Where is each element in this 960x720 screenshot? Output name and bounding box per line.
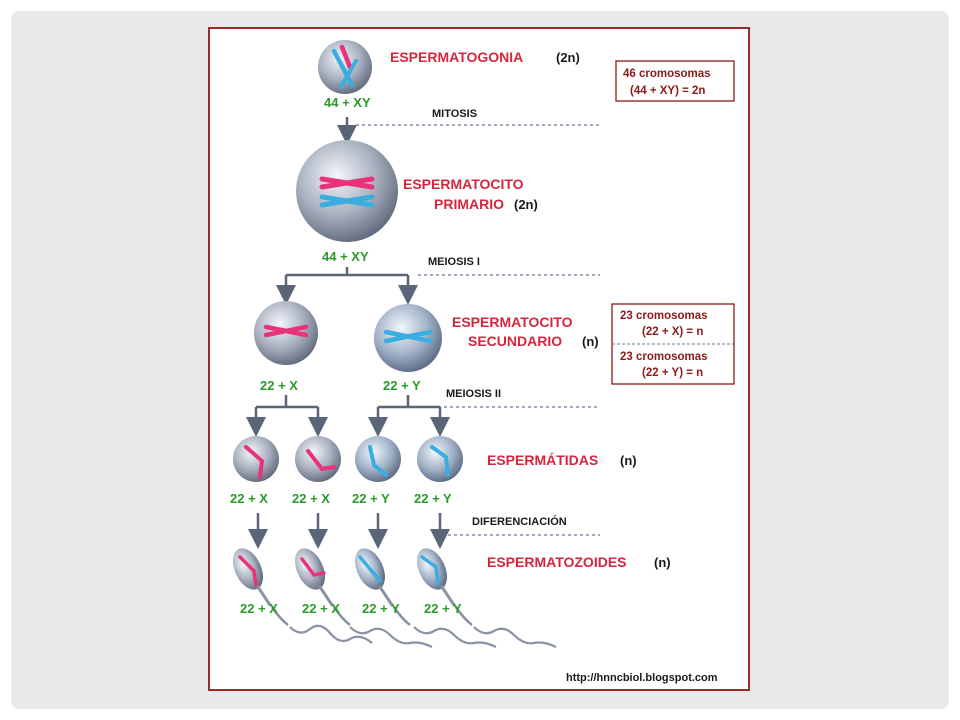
spermatid-karyotype: 22 + Y	[414, 491, 452, 506]
spermatid-cell	[355, 436, 401, 482]
primary-label-line2: PRIMARIO	[434, 196, 504, 212]
spermatozoon	[232, 548, 289, 626]
meiosis2-phase-label: MEIOSIS II	[446, 388, 501, 400]
sperm-tails	[289, 624, 557, 648]
secondary-spermatocyte-x-cell	[254, 301, 318, 365]
primary-karyotype: 44 + XY	[322, 249, 369, 264]
spermatogenesis-diagram: ESPERMATOGONIA (2n) 44 + XY 46 cromosoma…	[230, 40, 735, 684]
source-credit: http://hnncbiol.blogspot.com	[566, 672, 718, 684]
secondary-ploidy: (n)	[582, 334, 599, 349]
spermatogonia-label: ESPERMATOGONIA	[390, 49, 523, 65]
spermatid-karyotype: 22 + Y	[352, 491, 390, 506]
differentiation-phase-label: DIFERENCIACIÓN	[472, 515, 567, 528]
spermatozoon-karyotype: 22 + X	[240, 601, 278, 616]
mitosis-phase-label: MITOSIS	[432, 108, 477, 120]
diploid-chromosome-box: 46 cromosomas (44 + XY) = 2n	[615, 60, 735, 102]
spermatozoon	[416, 548, 473, 626]
meiosis1-phase-label: MEIOSIS I	[428, 256, 480, 268]
spermatids-ploidy: (n)	[620, 453, 637, 468]
haploid-y-line1: 23 cromosomas	[620, 351, 708, 363]
spermatogenesis-panel: ESPERMATOGONIA (2n) 44 + XY 46 cromosoma…	[208, 27, 750, 691]
spermatozoa-ploidy: (n)	[654, 555, 671, 570]
differentiation-arrows	[248, 513, 450, 549]
haploid-x-line2: (22 + X) = n	[642, 326, 703, 338]
diploid-box-line2: (44 + XY) = 2n	[630, 85, 705, 97]
spermatogonia-cell	[318, 40, 372, 94]
spermatid-karyotype: 22 + X	[230, 491, 268, 506]
meiosis2-branch	[246, 395, 450, 437]
secondary-label-line2: SECUNDARIO	[468, 333, 562, 349]
haploid-x-line1: 23 cromosomas	[620, 310, 708, 322]
spermatozoon-karyotype: 22 + Y	[362, 601, 400, 616]
secondary-label-line1: ESPERMATOCITO	[452, 314, 573, 330]
primary-ploidy: (2n)	[514, 197, 538, 212]
spermatid-karyotype: 22 + X	[292, 491, 330, 506]
spermatogonia-karyotype: 44 + XY	[324, 95, 371, 110]
secondary-x-karyotype: 22 + X	[260, 378, 298, 393]
primary-label-line1: ESPERMATOCITO	[403, 176, 524, 192]
secondary-y-karyotype: 22 + Y	[383, 378, 421, 393]
haploid-chromosome-box: 23 cromosomas (22 + X) = n 23 cromosomas…	[611, 303, 735, 385]
spermatozoon-karyotype: 22 + X	[302, 601, 340, 616]
spermatogonia-ploidy: (2n)	[556, 50, 580, 65]
secondary-spermatocyte-y-cell	[374, 304, 442, 372]
primary-spermatocyte-cell	[296, 140, 398, 242]
haploid-y-line2: (22 + Y) = n	[642, 367, 703, 379]
meiosis1-branch	[276, 267, 418, 305]
spermatids-label: ESPERMÁTIDAS	[487, 452, 598, 468]
spermatozoon	[294, 548, 351, 626]
diploid-box-line1: 46 cromosomas	[623, 68, 711, 80]
spermatid-cell	[417, 436, 463, 482]
spermatozoon	[354, 548, 411, 626]
spermatid-cell	[233, 436, 279, 482]
spermatid-cell	[295, 436, 341, 482]
spermatozoon-karyotype: 22 + Y	[424, 601, 462, 616]
spermatozoa-label: ESPERMATOZOIDES	[487, 554, 627, 570]
